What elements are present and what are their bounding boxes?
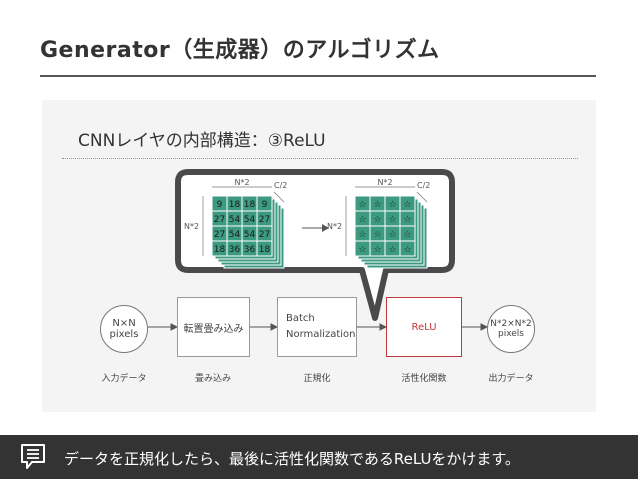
batchnorm-line1: Batch — [286, 313, 315, 324]
grid-cell-value: ☆ — [373, 230, 381, 240]
grid-cell-value: ☆ — [373, 215, 381, 225]
relu-label: ReLU — [411, 321, 437, 333]
height-label: N*2 — [327, 222, 342, 231]
slide-title: Generator（生成器）のアルゴリズム — [40, 38, 440, 63]
grid-cell-value: ☆ — [373, 245, 381, 255]
output-node: N*2×N*2 pixels — [487, 305, 535, 353]
transform-arrow-head — [322, 224, 329, 232]
title-divider — [40, 75, 596, 77]
grid-cell-value: 36 — [244, 245, 256, 255]
grid-cell-value: 27 — [259, 230, 270, 240]
grid-cell-value: ☆ — [388, 200, 396, 210]
width-label: N*2 — [377, 178, 392, 187]
height-label: N*2 — [184, 222, 199, 231]
grid-cell-value: ☆ — [388, 230, 396, 240]
input-unit: pixels — [109, 329, 139, 340]
footer-text: データを正規化したら、最後に活性化関数であるReLUをかけます。 — [64, 450, 520, 468]
grid-cell-value: ☆ — [358, 245, 366, 255]
transposed-conv-label: 転置畳み込み — [183, 323, 244, 335]
channel-label: C/2 — [274, 181, 287, 190]
channel-dimension-line — [416, 191, 428, 203]
grid-cell-value: ☆ — [358, 230, 366, 240]
footer-bar — [0, 435, 638, 479]
output-unit: pixels — [498, 329, 524, 339]
grid-cell-value: ☆ — [403, 230, 411, 240]
chat-list-icon — [21, 444, 45, 469]
grid-cell-value: 18 — [244, 200, 256, 210]
grid-cell-value: ☆ — [403, 215, 411, 225]
batchnorm-node: Batch Normalization — [277, 297, 357, 357]
output-caption: 出力データ — [488, 374, 534, 384]
channel-label: C/2 — [417, 181, 430, 190]
grid-cell-value: ☆ — [388, 245, 396, 255]
grid-cell-value: ☆ — [373, 200, 381, 210]
grid-cell-value: 18 — [214, 245, 226, 255]
panel-heading: CNNレイヤの内部構造：③ReLU — [78, 131, 326, 151]
grid-cell-value: 18 — [259, 245, 271, 255]
grid-cell-value: ☆ — [358, 200, 366, 210]
output-size: N*2×N*2 — [490, 319, 532, 329]
grid-cell-value: ☆ — [403, 245, 411, 255]
grid-cell-value: 27 — [214, 230, 225, 240]
grid-cell-value: 54 — [229, 230, 241, 240]
grid-cell-value: 9 — [217, 200, 223, 210]
transposed-conv-node: 転置畳み込み — [177, 297, 250, 357]
grid-cell-value: ☆ — [358, 215, 366, 225]
feature-map-after: ☆☆☆☆☆☆☆☆☆☆☆☆☆☆☆☆N*2N*2C/2 — [327, 178, 430, 269]
grid-cell-value: ☆ — [388, 215, 396, 225]
grid-cell-value: 36 — [229, 245, 241, 255]
grid-cell-value: 54 — [244, 230, 256, 240]
grid-cell — [399, 240, 416, 257]
input-node: N×N pixels — [100, 305, 148, 353]
grid-cell-value: 54 — [244, 215, 256, 225]
batchnorm-caption: 正規化 — [303, 374, 331, 384]
grid-cell-value: 9 — [262, 200, 268, 210]
relu-node: ReLU — [386, 297, 462, 357]
relu-caption: 活性化関数 — [401, 374, 447, 384]
input-size: N×N — [112, 318, 136, 329]
conv-caption: 畳み込み — [194, 374, 232, 384]
grid-cell-value: 54 — [229, 215, 241, 225]
width-label: N*2 — [234, 178, 249, 187]
grid-cell — [256, 240, 273, 257]
grid-cell-value: ☆ — [403, 200, 411, 210]
grid-cell-value: 27 — [259, 215, 270, 225]
grid-cell-value: 18 — [229, 200, 241, 210]
dotted-divider — [62, 158, 578, 159]
input-caption: 入力データ — [101, 374, 147, 384]
channel-dimension-line — [273, 191, 285, 203]
batchnorm-line2: Normalization — [286, 329, 356, 340]
grid-cell-value: 27 — [214, 215, 225, 225]
